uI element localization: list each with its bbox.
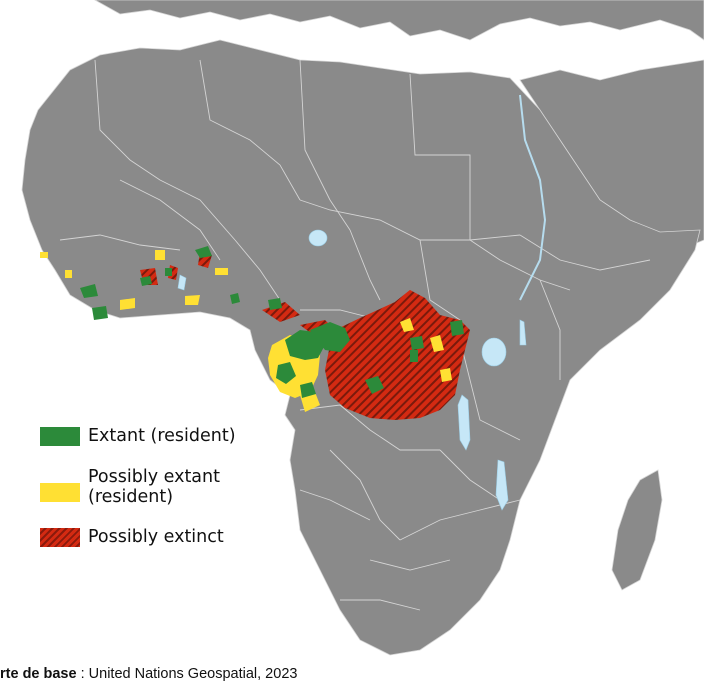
source-credit-separator: : [76, 666, 89, 682]
lake-volta [177, 274, 187, 291]
madagascar-landmass [611, 469, 663, 591]
source-credit-text: United Nations Geospatial, 2023 [88, 666, 298, 682]
legend-label-extant: Extant (resident) [88, 426, 236, 446]
extant-range [80, 246, 464, 398]
lake-victoria [481, 337, 507, 367]
country-borders [59, 59, 651, 611]
lake-malawi [495, 459, 509, 511]
lakes [177, 94, 547, 511]
source-credit-prefix: rte de base [0, 666, 77, 682]
legend-swatch-possibly-extinct [40, 528, 80, 547]
legend-label-possibly-extinct: Possibly extinct [88, 527, 224, 547]
lake-tanganyika [457, 394, 471, 451]
legend-swatch-possibly-extant [40, 483, 80, 502]
source-credit: rte de base : United Nations Geospatial,… [0, 664, 704, 684]
nile-river [519, 94, 547, 301]
lake-chad [308, 229, 328, 247]
possibly-extant-range [40, 250, 452, 412]
europe-landmass [94, 0, 704, 41]
lake-turkana [519, 319, 527, 346]
legend-swatch-extant [40, 427, 80, 446]
legend-label-possibly-extant: Possibly extant (resident) [88, 467, 220, 507]
